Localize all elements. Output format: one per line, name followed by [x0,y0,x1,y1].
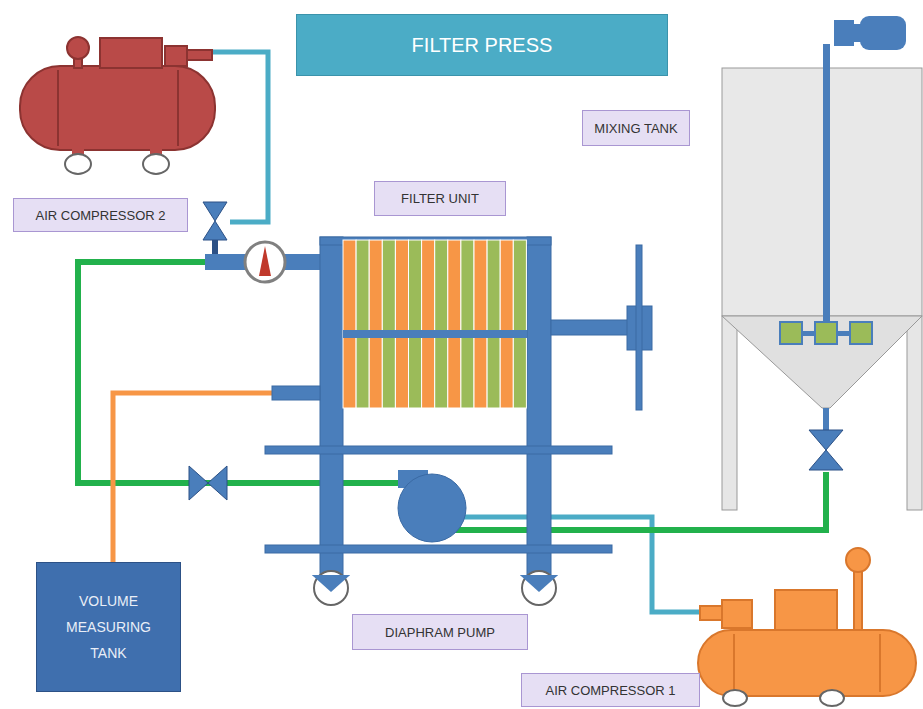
inlet-valve-part [203,202,227,240]
label-text: DIAPHRAM PUMP [385,625,495,640]
slurry-valve-part [189,466,227,500]
equipment-label: AIR COMPRESSOR 1 [521,673,700,707]
air-compressor-1-part [733,634,735,692]
wheels-part [312,575,350,592]
filter-plates-part [369,240,382,408]
filter-plates-part [356,240,369,408]
air-compressor-2 [20,37,215,174]
filter-frame-part [265,545,612,553]
air-compressor-2-part [187,50,212,60]
filter-frame-part [527,237,551,575]
filter-plates-part [422,240,435,408]
air-compressor-1-part [700,606,722,620]
equipment-label: DIAPHRAM PUMP [352,614,528,650]
air-compressor-1-part [723,690,747,706]
title-banner: FILTER PRESS [296,14,668,76]
filter-plates-part [500,240,513,408]
filter-center-bar-part [343,330,527,338]
air-compressor-1-part [775,590,837,630]
filter-frame-part [320,237,343,575]
filtrate-line [113,393,276,562]
air-compressor-2-part [20,66,215,150]
air-line-part [212,52,268,222]
inlet-valve-part [212,240,218,254]
air-compressor-1-part [846,548,870,572]
diaphragm-pump-part [398,474,466,542]
filter-plates-part [474,240,487,408]
equipment-label: AIR COMPRESSOR 2 [13,198,188,232]
mixing-tank-part [850,322,872,344]
pressure-gauge-part [245,242,285,282]
air-compressor-1-part [722,600,752,628]
filter-plates-part [448,240,461,408]
label-text: FILTER UNIT [401,191,479,206]
filter-plates-part [343,240,356,408]
filter-frame [265,237,652,575]
air-compressor-2-part [143,154,169,174]
filter-frame-part [636,245,642,410]
air-compressor-2-part [177,70,179,146]
label-text: AIR COMPRESSOR 2 [35,208,165,223]
air-compressor-2-part [100,38,162,68]
air-compressor-2-part [57,70,59,146]
mixing-tank-part [722,316,922,408]
mixing-tank-part [823,408,829,430]
mixing-tank-part [834,20,854,46]
label-text: AIR COMPRESSOR 1 [545,683,675,698]
filter-center-bar [343,330,527,338]
wheels [312,571,558,605]
slurry-valve [189,466,227,500]
slurry-line-part [450,472,826,530]
volume-tank: VOLUME MEASURING TANK [36,562,181,692]
mixing-tank-part [815,322,837,344]
mixing-tank-part [860,16,906,50]
pressure-gauge [205,242,320,282]
mixing-tank-part [722,316,737,510]
filter-frame-part [272,386,320,400]
mixing-tank-part [809,430,843,470]
mixing-tank-part [907,316,922,510]
air-compressor-1-part [854,570,862,630]
filter-plates-part [409,240,422,408]
filter-plates-part [513,240,526,408]
mixing-tank-part [823,44,830,334]
filter-plates-part [487,240,500,408]
filter-frame-part [265,446,612,454]
label-text: VOLUME MEASURING TANK [59,588,159,666]
pressure-gauge-part [259,246,271,276]
air-compressor-1-part [698,630,916,696]
mixing-tank [722,16,922,510]
title-text: FILTER PRESS [412,34,553,57]
equipment-label: MIXING TANK [582,110,690,146]
diaphragm-pump [398,470,466,542]
filter-plates-part [395,240,408,408]
filter-plates-part [382,240,395,408]
air-compressor-1-part [820,690,844,706]
filter-frame-part [551,320,629,335]
mixing-tank-part [780,322,802,344]
inlet-valve [203,202,227,254]
air-compressor-1-part [879,634,881,692]
air-compressor-2-part [165,46,187,66]
mixing-tank-part [722,68,922,316]
air-compressor-2-part [65,154,91,174]
filter-plates-part [461,240,474,408]
wheels-part [520,575,558,592]
equipment-label: FILTER UNIT [374,181,506,216]
filtrate-line-part [113,393,276,562]
air-compressor-1 [698,548,916,706]
filter-plates-part [435,240,448,408]
air-compressor-2-part [67,37,89,59]
label-text: MIXING TANK [594,121,677,136]
filter-plates [343,240,526,408]
